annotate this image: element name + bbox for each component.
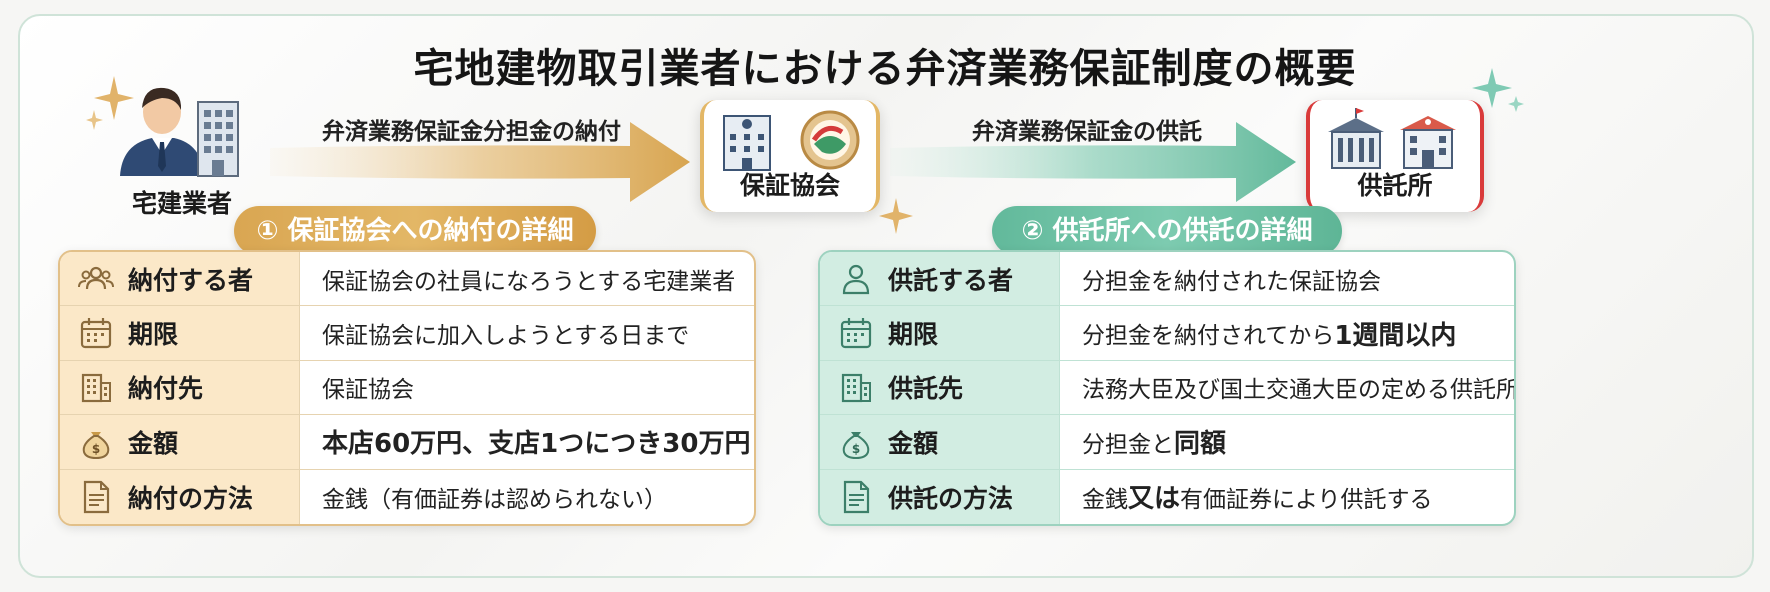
row-label-cell: 納付の方法: [60, 469, 300, 524]
table-row: 供託先 法務大臣及び国土交通大臣の定める供託所: [820, 360, 1514, 416]
table-row: 納付する者 保証協会の社員になろうとする宅建業者: [60, 252, 754, 307]
sparkle-icon: [879, 198, 913, 234]
row-value: 分担金を納付された保証協会: [1082, 268, 1381, 295]
row-label: 納付の方法: [128, 483, 254, 513]
actor-left-label: 宅建業者: [131, 189, 232, 218]
table-row: 供託する者 分担金を納付された保証協会: [820, 252, 1514, 307]
table-row: 納付先 保証協会: [60, 360, 754, 416]
row-value-text: 分担金と: [1082, 431, 1174, 458]
table-left: 納付する者 保証協会の社員になろうとする宅建業者 期限 保証協会に加入しようとす…: [58, 250, 756, 526]
actor-middle-label: 保証協会: [739, 171, 840, 200]
row-label-cell: $ 金額: [820, 415, 1060, 469]
row-value-text: 金銭: [1082, 486, 1128, 513]
person-icon: [842, 264, 870, 294]
row-label-cell: 期限: [820, 306, 1060, 360]
row-label: 納付先: [128, 374, 204, 404]
row-value: 分担金と同額: [1060, 415, 1226, 468]
row-label-cell: $ 金額: [60, 415, 300, 469]
row-label-cell: 納付先: [60, 360, 300, 415]
arrow-left-label: 弁済業務保証金分担金の納付: [322, 119, 621, 145]
row-value-emphasis: 1週間以内: [1334, 320, 1457, 351]
page-title: 宅地建物取引業者における弁済業務保証制度の概要: [413, 46, 1357, 92]
row-label-cell: 供託する者: [820, 252, 1060, 306]
row-label-cell: 供託の方法: [820, 469, 1060, 524]
arrow-right-gold: [270, 122, 690, 202]
building-icon: [81, 374, 111, 403]
section-left-heading: ① 保証協会への納付の詳細: [234, 206, 596, 256]
money-bag-icon: $: [842, 431, 870, 459]
row-label: 金額: [128, 428, 179, 458]
row-label: 金額: [888, 428, 939, 458]
svg-text:$: $: [92, 442, 100, 456]
row-label-cell: 供託先: [820, 360, 1060, 415]
card-deposit-office: 供託所: [1306, 100, 1484, 212]
association-icon: [723, 110, 860, 171]
svg-text:$: $: [852, 442, 860, 456]
document-icon: [843, 480, 870, 513]
table-row: 期限 保証協会に加入しようとする日まで: [60, 306, 754, 361]
row-label: 供託の方法: [888, 483, 1014, 513]
building-icon: [841, 374, 871, 403]
row-value: 本店60万円、支店1つにつき30万円: [322, 429, 751, 460]
actor-real-estate-agent: 宅建業者: [112, 80, 252, 218]
table-row: $ 金額 本店60万円、支店1つにつき30万円: [60, 415, 754, 470]
row-value: 金銭又は有価証券により供託する: [1060, 470, 1433, 524]
row-label-cell: 期限: [60, 306, 300, 360]
table-row: $ 金額 分担金と同額: [820, 415, 1514, 470]
row-label: 期限: [888, 320, 939, 350]
sparkle-icon: [1472, 68, 1524, 112]
row-label: 供託先: [888, 374, 964, 404]
row-value-emphasis: 又は: [1128, 484, 1181, 515]
row-value: 保証協会に加入しようとする日まで: [322, 323, 690, 350]
government-building-icon: [1328, 108, 1456, 169]
money-bag-icon: $: [82, 431, 110, 459]
row-value: 保証協会: [322, 377, 414, 404]
card-guarantee-association: 保証協会: [700, 100, 880, 212]
arrow-right-label: 弁済業務保証金の供託: [972, 119, 1202, 145]
document-icon: [83, 480, 110, 513]
calendar-icon: [80, 318, 112, 349]
table-row: 供託の方法 金銭又は有価証券により供託する: [820, 469, 1514, 524]
row-value: 保証協会の社員になろうとする宅建業者: [322, 268, 736, 295]
row-label: 期限: [128, 320, 179, 350]
row-value-text: 有価証券により供託する: [1180, 486, 1433, 513]
row-label: 納付する者: [128, 265, 254, 295]
row-value-emphasis: 同額: [1174, 429, 1227, 460]
calendar-icon: [840, 318, 872, 349]
row-value-text: 分担金を納付されてから: [1082, 323, 1335, 350]
businessman-icon: [120, 87, 239, 177]
row-label: 供託する者: [888, 265, 1014, 295]
table-row: 納付の方法 金銭（有価証券は認められない）: [60, 469, 754, 524]
row-value: 金銭（有価証券は認められない）: [322, 486, 667, 513]
people-icon: [78, 266, 114, 289]
sparkle-icon: [86, 76, 134, 130]
row-value: 法務大臣及び国土交通大臣の定める供託所: [1082, 377, 1514, 404]
actor-right-label: 供託所: [1357, 171, 1433, 200]
section-right-heading: ② 供託所への供託の詳細: [992, 206, 1342, 256]
row-label-cell: 納付する者: [60, 252, 300, 306]
arrow-right-teal: [890, 122, 1296, 202]
